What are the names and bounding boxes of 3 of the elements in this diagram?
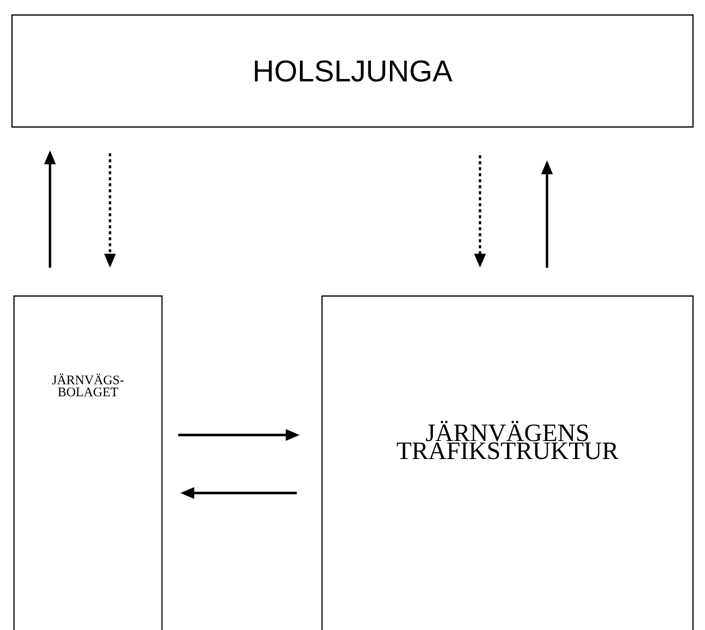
process-box: JÄRNVÄGENS TRAFIKSTRUKTUR	[321, 295, 694, 630]
title-box: HOLSLJUNGA	[11, 14, 694, 128]
process-box: JÄRNVÄGS- BOLAGET	[13, 295, 163, 630]
